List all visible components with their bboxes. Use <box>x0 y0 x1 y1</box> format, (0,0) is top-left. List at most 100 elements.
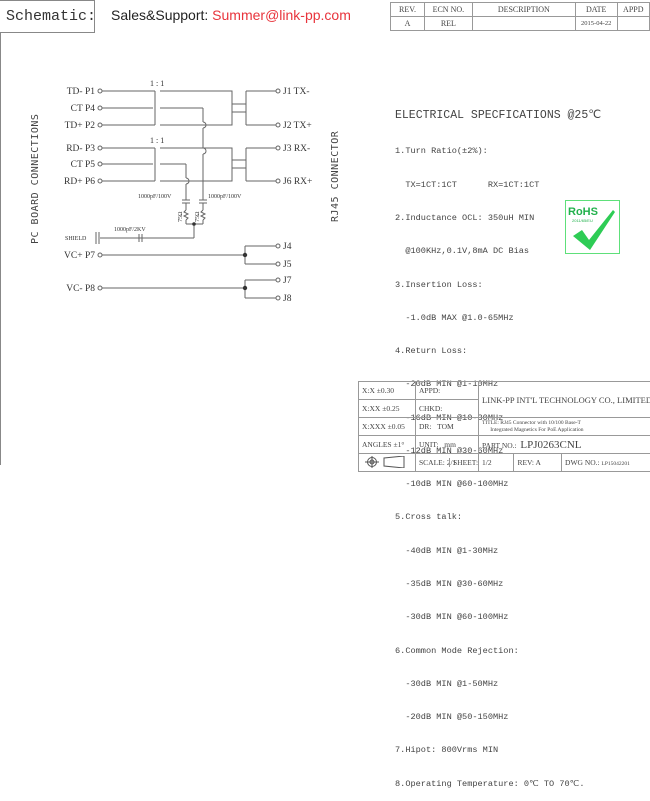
sheet-value: 1/2 <box>478 453 515 472</box>
spec-line: 8.Operating Temperature: 0℃ TO 70℃. <box>395 778 585 789</box>
sales-label: Sales&Support: <box>111 7 213 23</box>
tolerance-xx: X:XX ±0.25 <box>358 399 416 418</box>
spec-line: -10dB MIN @60-100MHz <box>395 479 509 490</box>
revision-table: REV. ECN NO. DESCRIPTION DATE APPD A REL… <box>390 2 650 31</box>
description-col-header: DESCRIPTION <box>471 2 576 17</box>
rev-value: A <box>535 458 541 467</box>
rev-label: REV: <box>517 458 534 467</box>
dr-value: TOM <box>437 422 454 431</box>
unit-label: UNIT: <box>419 440 439 449</box>
spec-line: -35dB MIN @30-60MHz <box>395 579 504 590</box>
chkd-field: CHKD: <box>414 399 480 418</box>
title-label: TITLE: <box>482 419 499 426</box>
schematic-diagram: TD- P1 CT P4 TD+ P2 RD- P3 CT P5 RD+ P6 … <box>64 79 312 304</box>
dwg-no-field: DWG NO.: LP15042201 <box>561 453 650 472</box>
revision-header-row: REV. ECN NO. DESCRIPTION DATE APPD <box>390 2 650 17</box>
revision-row: A REL 2015-04-22 <box>390 16 650 31</box>
scale-field: SCALE: 2/1 <box>416 458 456 467</box>
date-col-header: DATE <box>574 2 618 17</box>
appd-col-header: APPD <box>616 2 650 17</box>
ecn-col-header: ECN NO. <box>423 2 473 17</box>
spec-line: 5.Cross talk: <box>395 512 463 523</box>
pin-label-j1: J1 TX- <box>283 87 309 97</box>
cap-left-label: 1000pF/100V <box>138 194 172 200</box>
spec-line: -30dB MIN @60-100MHz <box>395 612 509 623</box>
pin-label-j4: J4 <box>283 242 292 252</box>
part-no-label: PART NO.: <box>482 440 517 450</box>
spec-line: 6.Common Mode Rejection: <box>395 645 519 656</box>
spec-line: 4.Return Loss: <box>395 346 468 357</box>
part-no-value: LPJ0263CNL <box>520 438 582 451</box>
spec-line: -20dB MIN @50-150MHz <box>395 712 509 723</box>
spec-line: 3.Insertion Loss: <box>395 279 483 290</box>
company-name: LINK-PP INT'L TECHNOLOGY CO., LIMITED <box>478 381 650 418</box>
description-cell <box>471 16 576 31</box>
pin-label-p8: VC- P8 <box>66 284 95 294</box>
ecn-cell: REL <box>423 16 473 31</box>
scale-value: 2/1 <box>446 458 457 467</box>
spec-line: -1.0dB MAX @1.0-65MHz <box>395 312 514 323</box>
dr-label: DR: <box>419 422 432 431</box>
pin-label-p1: TD- P1 <box>67 87 95 97</box>
pin-label-p6: RD+ P6 <box>64 177 95 187</box>
spec-line: -40dB MIN @1-30MHz <box>395 545 499 556</box>
projection-symbol-cell <box>358 453 416 472</box>
rev-col-header: REV. <box>390 2 425 17</box>
pin-label-p5: CT P5 <box>71 160 96 170</box>
spec-line: 2.Inductance OCL: 350uH MIN <box>395 212 535 223</box>
spec-line: TX=1CT:1CT RX=1CT:1CT <box>395 179 540 190</box>
dwg-no-value: LP15042201 <box>601 461 630 467</box>
unit-field: UNIT: mm <box>414 435 480 454</box>
rohs-sub-label: 2011/65/EU <box>572 218 593 223</box>
spec-line: @100KHz,0.1V,8mA DC Bias <box>395 246 530 257</box>
part-no-field: PART NO.: LPJ0263CNL <box>478 435 650 454</box>
checkmark-icon <box>573 210 615 250</box>
scale-sheet-cell: SCALE: 2/1SHEET: <box>414 453 480 472</box>
spec-line: 7.Hipot: 800Vrms MIN <box>395 745 499 756</box>
pin-label-p3: RD- P3 <box>66 144 95 154</box>
third-angle-projection-icon <box>365 454 405 469</box>
rev-field: REV: A <box>513 453 563 472</box>
dr-field: DR: TOM <box>414 417 480 436</box>
title-line2: Integrated Magnetics For PoE Application <box>490 426 584 433</box>
appd-field: APPD: <box>414 381 480 400</box>
title-line1: RJ45 Connector with 10/100 Base-T <box>500 419 581 426</box>
sales-support: Sales&Support: Summer@link-pp.com <box>111 7 351 23</box>
appd-cell <box>616 16 650 31</box>
tolerance-xxx: X:XXX ±0.05 <box>358 417 416 436</box>
frame-border <box>0 33 1 465</box>
sheet-label: SHEET: <box>449 458 479 467</box>
rohs-label: RoHS <box>568 206 598 218</box>
ratio-top-label: 1 : 1 <box>150 79 164 88</box>
res-right-label: 75Ω <box>195 211 201 222</box>
page-title: Schematic: <box>6 8 97 25</box>
shield-cap-label: 1000pF/2KV <box>114 227 146 233</box>
title-block: X:X ±0.30 APPD: LINK-PP INT'L TECHNOLOGY… <box>358 381 650 472</box>
pin-label-j2: J2 TX+ <box>283 121 312 131</box>
cap-right-label: 1000pF/100V <box>208 194 242 200</box>
dwg-no-label: DWG NO.: <box>565 458 600 467</box>
unit-value: mm <box>444 440 456 449</box>
shield-label: SHIELD <box>65 236 87 242</box>
pin-label-j5: J5 <box>283 260 292 270</box>
pin-label-p4: CT P4 <box>71 104 96 114</box>
spec-title: ELECTRICAL SPECFICATIONS @25℃ <box>395 109 602 123</box>
rohs-badge <box>565 200 620 254</box>
pin-label-p7: VC+ P7 <box>64 251 95 261</box>
spec-line: -30dB MIN @1-50MHz <box>395 678 499 689</box>
title-field: TITLE: RJ45 Connector with 10/100 Base-T… <box>478 417 650 436</box>
pin-label-j8: J8 <box>283 294 292 304</box>
rev-cell: A <box>390 16 425 31</box>
scale-label: SCALE: <box>419 458 445 467</box>
spec-line: 1.Turn Ratio(±2%): <box>395 146 488 157</box>
pin-label-j3: J3 RX- <box>283 144 310 154</box>
date-cell: 2015-04-22 <box>574 16 618 31</box>
ratio-bottom-label: 1 : 1 <box>150 136 164 145</box>
sales-email-link[interactable]: Summer@link-pp.com <box>212 7 351 23</box>
res-left-label: 75Ω <box>178 211 184 222</box>
pin-label-j6: J6 RX+ <box>283 177 312 187</box>
tolerance-x: X:X ±0.30 <box>358 381 416 400</box>
angles-tolerance: ANGLES ±1° <box>358 435 416 454</box>
pin-label-p2: TD+ P2 <box>65 121 96 131</box>
pin-label-j7: J7 <box>283 276 292 286</box>
